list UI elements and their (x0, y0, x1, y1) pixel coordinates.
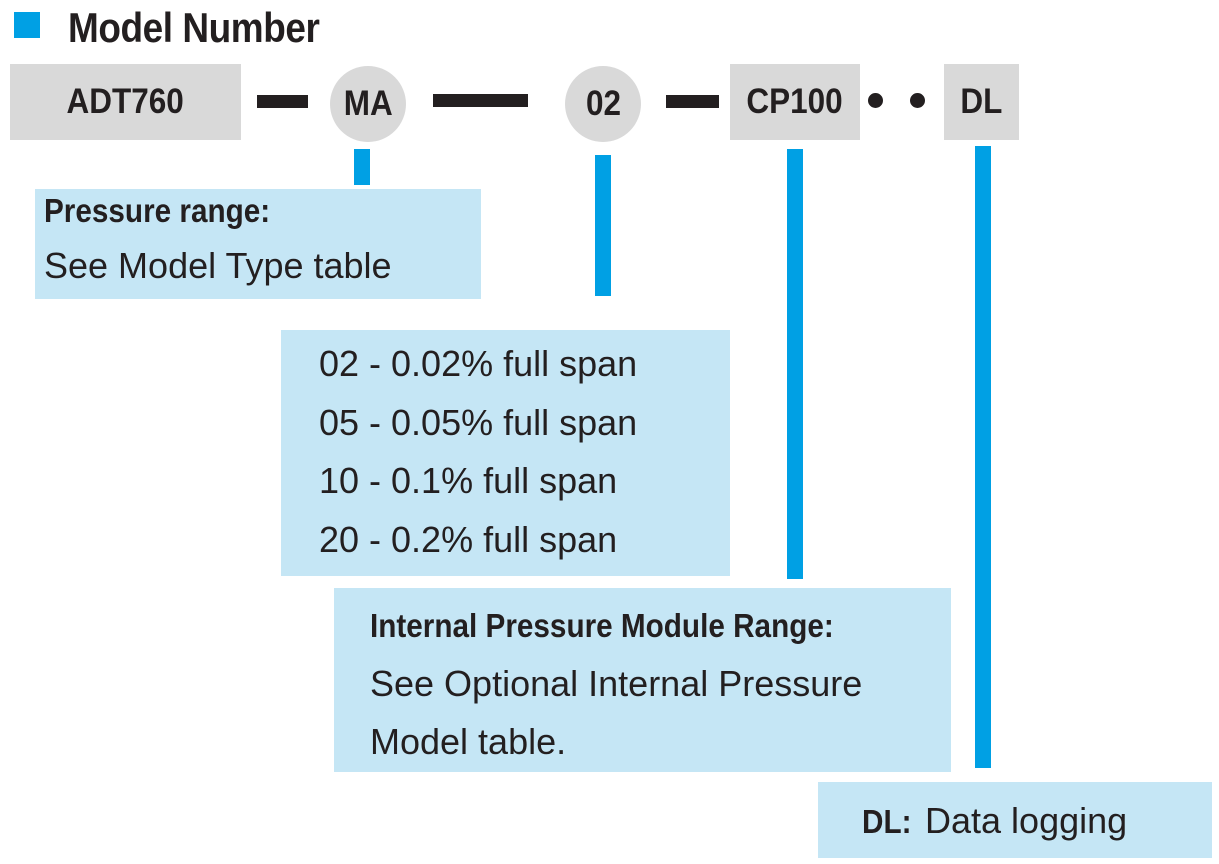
module-range-heading: Internal Pressure Module Range: (370, 607, 834, 644)
connector-accuracy (595, 155, 611, 296)
module-range-text: See Optional Internal Pressure (370, 663, 863, 704)
accuracy-box: 02 - 0.02% full span 05 - 0.05% full spa… (281, 330, 730, 576)
code-option-box: DL (944, 64, 1019, 140)
separator-dash (257, 95, 308, 108)
option-text-line: DL: Data logging (862, 799, 1127, 844)
module-range-box: Internal Pressure Module Range: See Opti… (334, 588, 951, 772)
code-pressure-label: MA (343, 84, 393, 123)
code-base-box: ADT760 (10, 64, 241, 140)
code-accuracy-label: 02 (585, 84, 621, 123)
code-module-label: CP100 (746, 82, 844, 121)
module-range-text: Model table. (370, 721, 567, 762)
connector-module (787, 149, 803, 579)
accuracy-option: 02 - 0.02% full span (319, 343, 638, 384)
page-title: Model Number (68, 4, 320, 51)
separator-dash (666, 95, 719, 108)
code-option-label: DL (960, 82, 1003, 121)
connector-option (975, 146, 991, 768)
separator-dot (868, 93, 883, 108)
pressure-range-box: Pressure range: See Model Type table (35, 189, 481, 299)
title-bullet-icon (14, 12, 40, 38)
accuracy-option: 10 - 0.1% full span (319, 460, 618, 501)
accuracy-option: 05 - 0.05% full span (319, 402, 638, 443)
accuracy-option: 20 - 0.2% full span (319, 519, 618, 560)
code-pressure-circle: MA (330, 66, 406, 142)
code-base-label: ADT760 (66, 82, 185, 121)
option-text: Data logging (925, 800, 1128, 841)
pressure-range-text: See Model Type table (44, 245, 392, 286)
separator-dot (910, 93, 925, 108)
code-module-box: CP100 (730, 64, 860, 140)
code-accuracy-circle: 02 (565, 66, 641, 142)
pressure-range-heading: Pressure range: (44, 192, 271, 229)
separator-dash (433, 94, 528, 107)
option-label: DL: (862, 803, 912, 840)
connector-pressure (354, 149, 370, 185)
option-box: DL: Data logging (818, 782, 1212, 858)
